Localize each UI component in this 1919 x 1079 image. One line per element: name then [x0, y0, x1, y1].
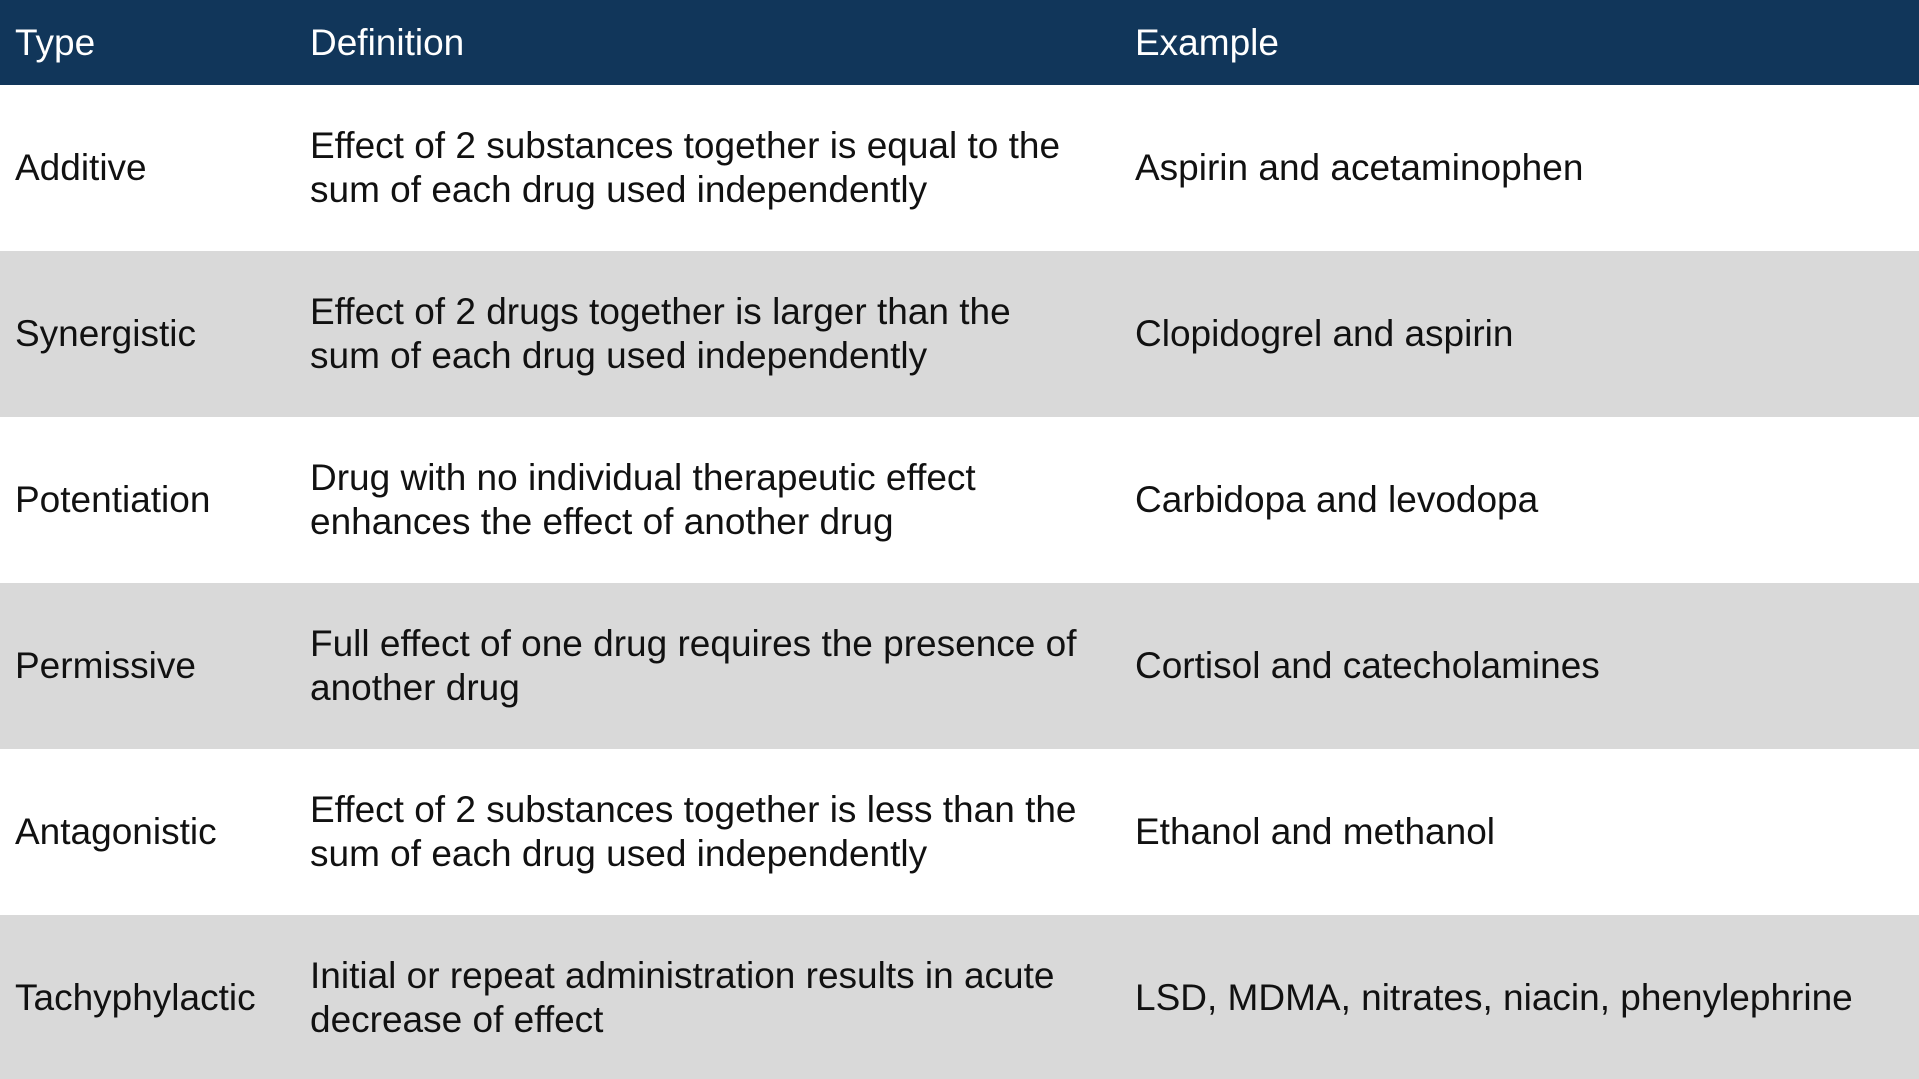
header-type: Type	[15, 21, 96, 63]
cell-definition: Effect of 2 drugs together is larger tha…	[295, 290, 1135, 378]
definition-line: sum of each drug used independently	[310, 833, 928, 874]
definition-line: Effect of 2 substances together is equal…	[310, 125, 1061, 166]
definition-line: another drug	[310, 667, 520, 708]
table-row: Synergistic Effect of 2 drugs together i…	[0, 251, 1919, 417]
cell-definition: Full effect of one drug requires the pre…	[295, 622, 1135, 710]
cell-type: Synergistic	[15, 313, 196, 354]
cell-example: Carbidopa and levodopa	[1135, 479, 1539, 520]
cell-definition: Initial or repeat administration results…	[295, 954, 1135, 1042]
definition-line: Drug with no individual therapeutic effe…	[310, 457, 976, 498]
cell-example: Aspirin and acetaminophen	[1135, 147, 1584, 188]
definition-line: decrease of effect	[310, 999, 604, 1040]
header-example: Example	[1135, 21, 1279, 63]
table-row: Additive Effect of 2 substances together…	[0, 85, 1919, 251]
cell-example: Clopidogrel and aspirin	[1135, 313, 1514, 354]
definition-line: Initial or repeat administration results…	[310, 955, 1055, 996]
cell-type: Antagonistic	[15, 811, 217, 852]
cell-definition: Drug with no individual therapeutic effe…	[295, 456, 1135, 544]
definition-line: Effect of 2 substances together is less …	[310, 789, 1077, 830]
table-row: Potentiation Drug with no individual the…	[0, 417, 1919, 583]
definition-line: sum of each drug used independently	[310, 169, 928, 210]
cell-example: Cortisol and catecholamines	[1135, 645, 1600, 686]
cell-example: Ethanol and methanol	[1135, 811, 1495, 852]
definition-line: Full effect of one drug requires the pre…	[310, 623, 1077, 664]
definition-line: Effect of 2 drugs together is larger tha…	[310, 291, 1011, 332]
cell-example: LSD, MDMA, nitrates, niacin, phenylephri…	[1135, 977, 1853, 1018]
table-row: Antagonistic Effect of 2 substances toge…	[0, 749, 1919, 915]
header-definition: Definition	[310, 21, 465, 63]
cell-type: Potentiation	[15, 479, 211, 520]
cell-type: Additive	[15, 147, 147, 188]
definition-line: enhances the effect of another drug	[310, 501, 894, 542]
cell-definition: Effect of 2 substances together is equal…	[295, 124, 1135, 212]
cell-type: Tachyphylactic	[15, 977, 256, 1018]
cell-definition: Effect of 2 substances together is less …	[295, 788, 1135, 876]
table-row: Permissive Full effect of one drug requi…	[0, 583, 1919, 749]
table-header: Type Definition Example	[0, 0, 1919, 85]
cell-type: Permissive	[15, 645, 196, 686]
definition-line: sum of each drug used independently	[310, 335, 928, 376]
table-row: Tachyphylactic Initial or repeat adminis…	[0, 915, 1919, 1079]
